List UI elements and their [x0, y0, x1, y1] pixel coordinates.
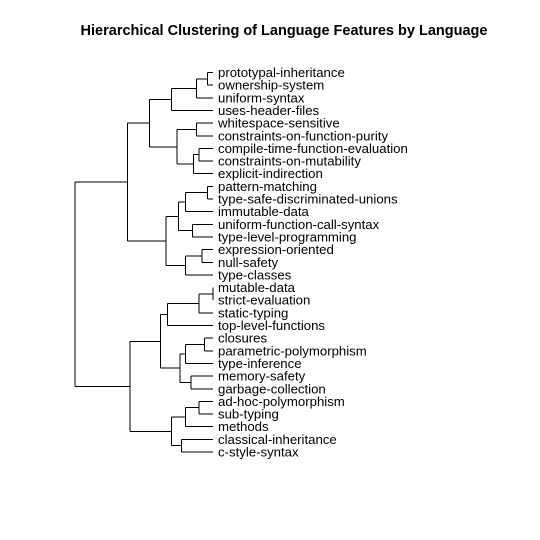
leaf-label-27: sub-typing [218, 407, 279, 422]
leaf-label-21: closures [218, 331, 268, 346]
leaf-label-22: parametric-polymorphism [218, 343, 367, 358]
leaf-label-11: immutable-data [218, 204, 310, 219]
chart-title: Hierarchical Clustering of Language Feat… [81, 23, 488, 39]
leaf-label-13: type-level-programming [218, 229, 357, 244]
leaf-labels: prototypal-inheritanceownership-systemun… [217, 65, 408, 460]
leaf-label-24: memory-safety [218, 369, 306, 384]
leaf-label-2: uniform-syntax [218, 90, 305, 105]
leaf-label-6: compile-time-function-evaluation [218, 141, 408, 156]
leaf-label-12: uniform-function-call-syntax [218, 217, 380, 232]
leaf-label-23: type-inference [218, 356, 302, 371]
leaf-label-5: constraints-on-function-purity [218, 128, 388, 143]
leaf-label-15: null-safety [218, 255, 279, 270]
leaf-label-25: garbage-collection [218, 381, 326, 396]
leaf-label-16: type-classes [218, 267, 292, 282]
leaf-label-14: expression-oriented [218, 242, 334, 257]
leaf-label-1: ownership-system [218, 78, 324, 93]
dendrogram-branches [74, 72, 214, 453]
leaf-label-20: top-level-functions [218, 318, 325, 333]
leaf-label-0: prototypal-inheritance [218, 65, 345, 80]
leaf-label-8: explicit-indirection [218, 166, 323, 181]
leaf-label-29: classical-inheritance [218, 432, 337, 447]
leaf-label-10: type-safe-discriminated-unions [218, 192, 398, 207]
leaf-label-17: mutable-data [218, 280, 296, 295]
leaf-label-18: strict-evaluation [218, 293, 310, 308]
leaf-label-28: methods [218, 419, 269, 434]
leaf-label-30: c-style-syntax [218, 445, 299, 460]
leaf-label-26: ad-hoc-polymorphism [218, 394, 345, 409]
leaf-label-19: static-typing [218, 305, 288, 320]
leaf-label-3: uses-header-files [218, 103, 320, 118]
leaf-label-7: constraints-on-mutability [218, 154, 361, 169]
leaf-label-4: whitespace-sensitive [217, 116, 340, 131]
leaf-label-9: pattern-matching [218, 179, 317, 194]
